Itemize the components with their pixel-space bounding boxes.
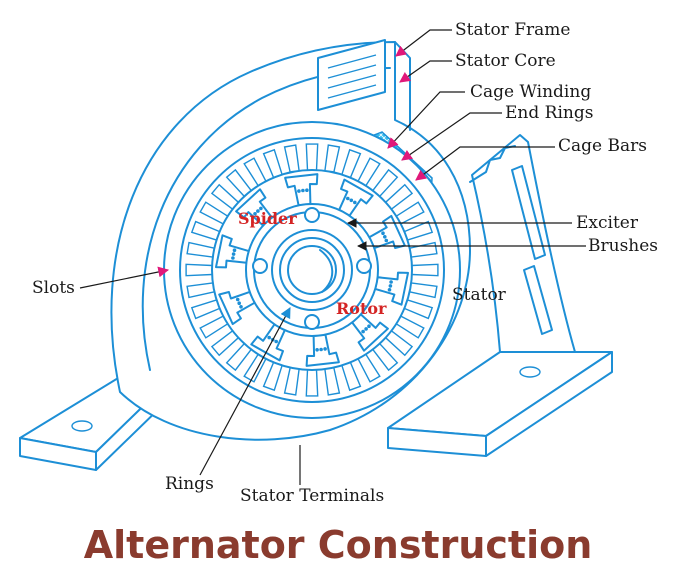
stator-slot	[210, 330, 239, 357]
rotor-pole	[338, 178, 374, 217]
pole-winding-dot	[301, 188, 305, 193]
stator-slot	[385, 183, 414, 210]
rotor-pole	[235, 188, 273, 227]
stator-slot	[225, 343, 252, 372]
stator-slot	[243, 353, 267, 383]
stator-slot	[341, 148, 362, 178]
pole-winding-dot	[253, 212, 257, 216]
label-end-rings: End Rings	[505, 103, 593, 123]
pole-winding-dot	[364, 327, 368, 331]
rotor-pole	[305, 333, 340, 367]
stator-slot	[199, 315, 229, 339]
label-rings: Rings	[165, 474, 214, 494]
rotor-pole	[215, 234, 250, 269]
pole-winding-dot	[297, 189, 301, 193]
label-exciter: Exciter	[576, 213, 639, 233]
pole-winding-dot	[384, 238, 389, 243]
label-cage-winding: Cage Winding	[470, 82, 591, 102]
pole-winding-dot	[387, 288, 392, 292]
pole-winding-dot	[274, 339, 279, 344]
stator-slot	[190, 299, 220, 320]
stator-slot	[411, 263, 439, 277]
stator-slot	[186, 241, 215, 258]
label-stator-terminals: Stator Terminals	[240, 486, 384, 506]
pole-winding-dot	[305, 188, 309, 192]
stator-slot	[199, 201, 229, 225]
label-spider: Spider	[238, 209, 297, 228]
pole-winding-dot	[349, 198, 354, 203]
pole-winding-dot	[319, 347, 323, 352]
stator-slot	[372, 168, 399, 197]
stator-slot	[341, 362, 362, 392]
rotor-pole	[374, 271, 409, 306]
stator-slot	[357, 157, 381, 187]
pole-winding-dot	[383, 235, 387, 239]
stator-slot	[385, 330, 414, 357]
pole-winding-dot	[315, 348, 319, 352]
pole-winding-dot	[367, 324, 371, 329]
stator-slot	[262, 362, 283, 392]
stator-slot	[243, 157, 267, 187]
pole-winding-dot	[232, 248, 237, 252]
pole-winding-dot	[381, 231, 385, 235]
stator-slot	[395, 315, 425, 339]
label-brushes: Brushes	[588, 236, 658, 256]
pole-winding-dot	[323, 347, 327, 351]
stator-slot	[225, 168, 252, 197]
stator-slot	[372, 343, 399, 372]
stator-slot	[210, 183, 239, 210]
rotor-pole	[351, 313, 389, 352]
label-cage-bars: Cage Bars	[558, 136, 647, 156]
stator-slot	[324, 144, 341, 173]
rotor-pole	[284, 173, 319, 207]
rotor-hub	[245, 203, 379, 337]
stator-slot	[185, 263, 213, 277]
pole-winding-dot	[231, 252, 236, 256]
stator-slot	[404, 299, 434, 320]
stator-slot	[404, 220, 434, 241]
pole-winding-dot	[235, 297, 240, 302]
page-title: Alternator Construction	[84, 523, 593, 567]
label-slots: Slots	[32, 278, 75, 298]
pole-winding-dot	[237, 301, 241, 306]
stator-slots	[185, 143, 439, 397]
label-stator: Stator	[452, 285, 507, 305]
leader-lines	[79, 29, 586, 485]
stator-slot	[190, 220, 220, 241]
stator-slot	[305, 143, 319, 171]
stator-slot	[409, 282, 438, 299]
pole-winding-dot	[256, 209, 260, 213]
stator-slot	[324, 367, 341, 396]
pole-winding-dot	[259, 206, 263, 211]
label-stator-frame: Stator Frame	[455, 20, 570, 40]
stator-slot	[305, 369, 319, 397]
stator-slot	[186, 282, 215, 299]
pole-winding-dot	[231, 256, 235, 260]
pole-winding-dot	[346, 196, 350, 201]
stator-slot	[283, 367, 300, 396]
pole-winding-dot	[353, 200, 357, 205]
pole-winding-dot	[388, 284, 393, 288]
support-plate	[469, 134, 576, 353]
stator-slot	[357, 353, 381, 383]
stator-slot	[395, 201, 425, 225]
pole-winding-dot	[389, 280, 393, 284]
rotor-pole	[218, 290, 256, 326]
stator-slot	[262, 148, 283, 178]
label-rotor: Rotor	[336, 299, 387, 318]
pole-winding-dot	[361, 329, 365, 334]
base-right	[387, 351, 613, 457]
pole-winding-dot	[239, 305, 243, 309]
label-stator-core: Stator Core	[455, 51, 556, 71]
stator-slot	[283, 144, 300, 173]
pole-winding-dot	[267, 335, 272, 340]
